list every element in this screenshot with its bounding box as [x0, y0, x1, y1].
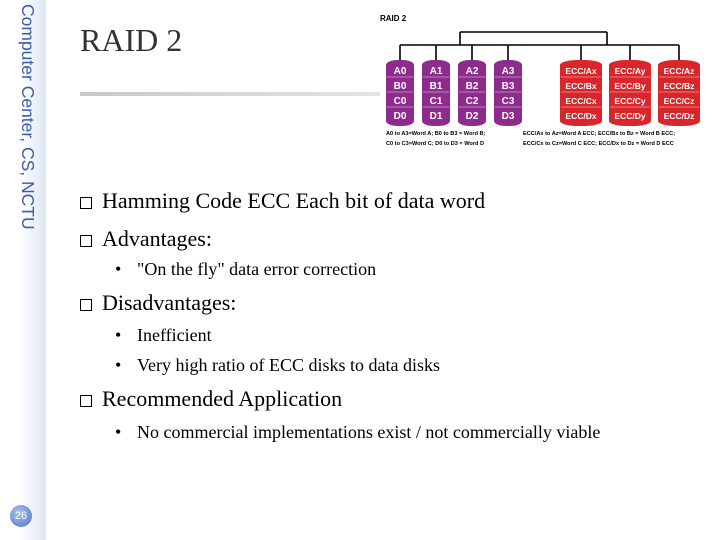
disk-block-label: ECC/Dy — [614, 111, 645, 121]
page-number-badge: 26 — [10, 505, 32, 527]
bullet-recommended: Recommended Application — [80, 386, 342, 412]
sidebar-org-label: Computer Center, CS, NCTU — [18, 4, 38, 230]
disk-block-label: B2 — [466, 81, 479, 92]
ecc-disk-stack — [609, 60, 651, 126]
bullet-disadvantages: Disadvantages: — [80, 290, 236, 316]
title-divider — [80, 92, 380, 96]
disk-block-label: ECC/Ax — [565, 66, 596, 76]
slide-title: RAID 2 — [80, 22, 183, 58]
sub-bullet-ecc-ratio: •Very high ratio of ECC disks to data di… — [115, 355, 440, 375]
disk-block-label: ECC/Cx — [565, 96, 596, 106]
bullet-hamming: Hamming Code ECC Each bit of data word — [80, 188, 485, 214]
disk-block-label: A2 — [466, 66, 479, 77]
disk-block-label: C3 — [502, 96, 515, 107]
data-disk-stack — [494, 60, 522, 126]
disk-block-label: ECC/Cy — [614, 96, 645, 106]
raid2-diagram: RAID 2A0B0C0D0A1B1C1D1A2B2C2D2A3B3C3D3EC… — [380, 14, 700, 147]
disk-block-label: A0 — [394, 66, 407, 77]
checkbox-bullet-icon — [80, 197, 92, 209]
ecc-disk-stack — [658, 60, 700, 126]
checkbox-bullet-icon — [80, 299, 92, 311]
caption-right-1: ECC/Ax to Az=Word A ECC; ECC/Bx to Bz = … — [523, 131, 675, 137]
disk-block-label: A3 — [502, 66, 515, 77]
disk-block-label: D3 — [502, 111, 515, 122]
disk-block-label: D2 — [466, 111, 479, 122]
checkbox-bullet-icon — [80, 235, 92, 247]
disk-block-label: ECC/Ay — [615, 66, 646, 76]
sub-bullet-inefficient: •Inefficient — [115, 325, 212, 345]
disk-block-label: ECC/Az — [664, 66, 695, 76]
bullet-dot-icon: • — [115, 325, 122, 345]
data-disk-stack — [386, 60, 414, 126]
sub-bullet-on-the-fly: •"On the fly" data error correction — [115, 259, 377, 279]
data-disk-stack — [422, 60, 450, 126]
disk-block-label: ECC/Bx — [565, 81, 596, 91]
bullet-dot-icon: • — [115, 355, 122, 375]
diagram-label: RAID 2 — [380, 14, 407, 23]
disk-block-label: B3 — [502, 81, 515, 92]
caption-left-1: A0 to A3=Word A; B0 to B3 = Word B; — [386, 131, 486, 137]
disk-block-label: C0 — [394, 96, 407, 107]
bullet-dot-icon: • — [115, 422, 122, 442]
disk-block-label: B0 — [394, 81, 407, 92]
caption-left-2: C0 to C3=Word C; D0 to D3 = Word D — [386, 141, 484, 147]
disk-block-label: ECC/Cz — [664, 96, 695, 106]
disk-block-label: D0 — [394, 111, 407, 122]
disk-block-label: ECC/Dz — [664, 111, 695, 121]
data-disk-stack — [458, 60, 486, 126]
disk-block-label: C1 — [430, 96, 443, 107]
caption-right-2: ECC/Cx to Cz=Word C ECC; ECC/Dx to Dz = … — [523, 141, 674, 147]
disk-block-label: ECC/Bz — [664, 81, 695, 91]
bullet-advantages: Advantages: — [80, 226, 212, 252]
bullet-dot-icon: • — [115, 259, 122, 279]
disk-block-label: C2 — [466, 96, 479, 107]
ecc-disk-stack — [560, 60, 602, 126]
checkbox-bullet-icon — [80, 395, 92, 407]
disk-block-label: A1 — [430, 66, 443, 77]
disk-block-label: ECC/By — [614, 81, 645, 91]
sub-bullet-no-commercial: •No commercial implementations exist / n… — [115, 422, 601, 442]
disk-block-label: B1 — [430, 81, 443, 92]
sidebar: Computer Center, CS, NCTU 26 — [0, 0, 46, 540]
disk-block-label: ECC/Dx — [565, 111, 596, 121]
disk-block-label: D1 — [430, 111, 443, 122]
